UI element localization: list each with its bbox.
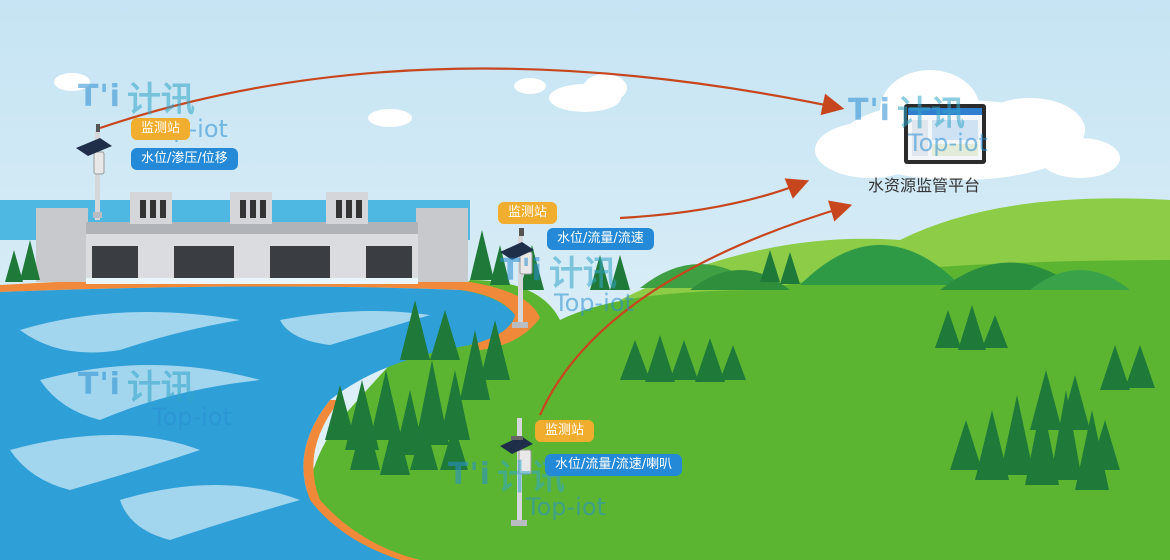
station-label: 监测站 xyxy=(498,202,558,224)
river xyxy=(0,286,515,560)
station-measures: 水位/流量/流速/喇叭 xyxy=(545,454,683,476)
data-flow-arrow xyxy=(619,178,810,220)
monitoring-station-pole-icon xyxy=(500,228,534,328)
forest-left xyxy=(5,230,510,475)
station-label: 监测站 xyxy=(535,420,595,442)
station-measures: 水位/流量/流速 xyxy=(547,228,654,250)
station-measures: 水位/渗压/位移 xyxy=(131,148,238,170)
data-flow-arrow xyxy=(99,67,845,130)
monitoring-station-pole-icon xyxy=(76,124,112,220)
forest-right xyxy=(520,245,1155,490)
riverbank-lower xyxy=(303,400,420,560)
dam xyxy=(36,192,468,284)
river-waves xyxy=(10,311,430,540)
cloud xyxy=(54,70,1120,180)
riverbank xyxy=(0,276,540,350)
station-label: 监测站 xyxy=(131,118,191,140)
monitoring-station-pole-icon xyxy=(500,418,533,526)
monitor-icon xyxy=(904,104,986,164)
data-flow-arrow xyxy=(538,200,853,416)
platform-label: 水资源监管平台 xyxy=(868,176,981,195)
mountains xyxy=(640,245,1130,290)
